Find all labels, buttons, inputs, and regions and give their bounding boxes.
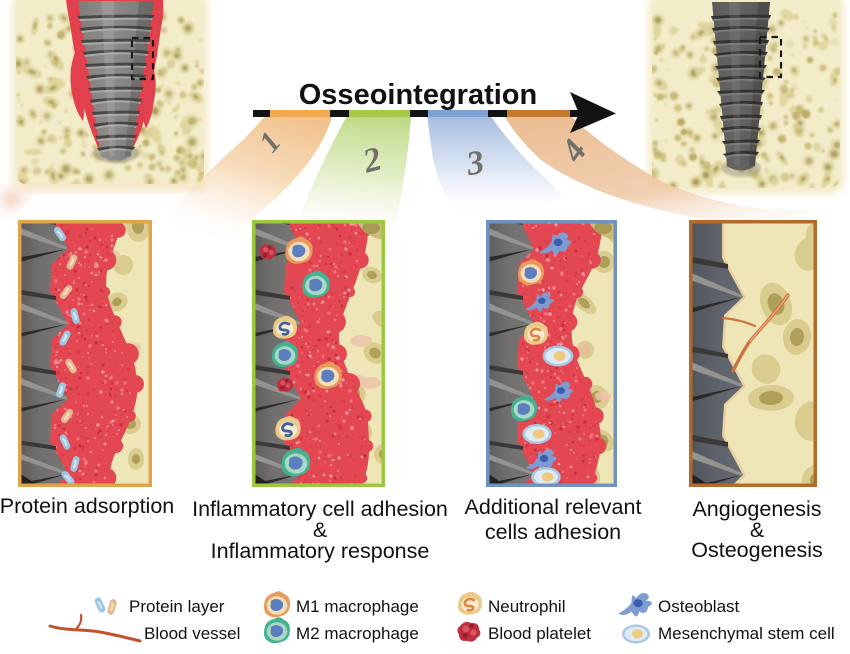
svg-text:Osteogenesis: Osteogenesis <box>691 538 822 562</box>
svg-text:Protein adsorption: Protein adsorption <box>0 494 174 518</box>
svg-text:Inflammatory cell adhesion: Inflammatory cell adhesion <box>192 497 448 521</box>
svg-text:Protein layer: Protein layer <box>129 597 225 616</box>
svg-text:cells adhesion: cells adhesion <box>485 520 621 544</box>
svg-text:Neutrophil: Neutrophil <box>488 597 566 616</box>
svg-text:Osteoblast: Osteoblast <box>658 597 740 616</box>
svg-text:Inflammatory response: Inflammatory response <box>211 539 430 563</box>
svg-text:Mesenchymal stem cell: Mesenchymal stem cell <box>658 624 835 643</box>
svg-text:&: & <box>750 518 764 542</box>
svg-text:M2 macrophage: M2 macrophage <box>296 624 419 643</box>
svg-text:Angiogenesis: Angiogenesis <box>692 497 821 521</box>
svg-text:&: & <box>313 518 327 542</box>
svg-text:Osseointegration: Osseointegration <box>299 79 538 111</box>
svg-text:M1 macrophage: M1 macrophage <box>296 597 419 616</box>
svg-text:Blood vessel: Blood vessel <box>144 624 240 643</box>
svg-text:Blood platelet: Blood platelet <box>488 624 591 643</box>
svg-text:Additional relevant: Additional relevant <box>465 495 642 519</box>
